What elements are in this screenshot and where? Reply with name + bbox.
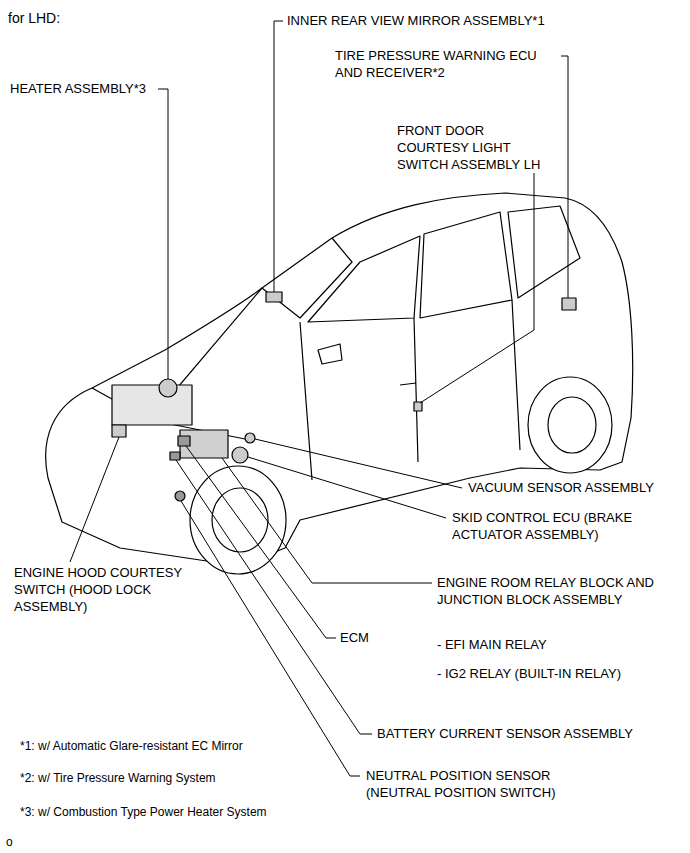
leader-line	[248, 457, 446, 518]
diagram-title: for LHD:	[7, 10, 61, 27]
mirror	[318, 344, 342, 364]
vacuum-sensor	[245, 433, 255, 443]
door-handle	[400, 383, 416, 385]
part-label: VACUUM SENSOR ASSEMBLY	[467, 479, 655, 496]
rear-wheel	[528, 377, 612, 473]
door-switch-part	[414, 402, 422, 411]
part-label: FRONT DOOR COURTESY LIGHT SWITCH ASSEMBL…	[396, 122, 560, 173]
leader-line	[70, 437, 119, 562]
leader-line	[274, 21, 283, 292]
leader-line	[552, 56, 568, 298]
relay-item: - IG2 RELAY (BUILT-IN RELAY)	[436, 665, 622, 682]
part-label: INNER REAR VIEW MIRROR ASSEMBLY*1	[286, 12, 546, 29]
front-wheel	[190, 466, 286, 574]
ecm-part	[178, 436, 190, 446]
leader-line	[181, 501, 360, 776]
part-label: ECM	[339, 629, 370, 646]
part-label: ENGINE ROOM RELAY BLOCK AND JUNCTION BLO…	[436, 574, 676, 608]
neutral-sensor	[175, 491, 185, 501]
tire-ecu-part	[562, 298, 576, 310]
leader-line	[222, 458, 432, 583]
part-label: NEUTRAL POSITION SENSOR (NEUTRAL POSITIO…	[365, 767, 585, 801]
footnote: *2: w/ Tire Pressure Warning System	[19, 770, 217, 787]
hood-line	[92, 288, 262, 440]
part-label: HEATER ASSEMBLY*3	[9, 80, 147, 97]
leader-line	[158, 89, 168, 379]
leader-line	[255, 439, 462, 488]
relay-item: - EFI MAIN RELAY	[436, 636, 548, 653]
side-window	[308, 236, 420, 322]
part-label: TIRE PRESSURE WARNING ECU AND RECEIVER*2	[334, 47, 561, 81]
rear-window	[508, 206, 580, 298]
battery-sensor	[170, 452, 180, 460]
page-mark: o	[5, 834, 14, 851]
footnote: *1: w/ Automatic Glare-resistant EC Mirr…	[19, 738, 244, 755]
part-label: ENGINE HOOD COURTESY SWITCH (HOOD LOCK A…	[13, 564, 193, 615]
part-label: SKID CONTROL ECU (BRAKE ACTUATOR ASSEMBL…	[451, 509, 675, 543]
part-label: BATTERY CURRENT SENSOR ASSEMBLY	[376, 725, 634, 742]
hood-lock	[112, 425, 126, 437]
footnote: *3: w/ Combustion Type Power Heater Syst…	[19, 804, 268, 821]
leader-line	[176, 460, 372, 734]
side-window	[420, 212, 512, 318]
door-line	[300, 300, 520, 480]
leader-line	[186, 446, 336, 638]
brake-actuator	[232, 447, 248, 463]
mirror-part	[266, 292, 282, 302]
rear-wheel-hub	[548, 397, 596, 453]
heater-part	[159, 379, 177, 397]
engine	[112, 385, 192, 425]
